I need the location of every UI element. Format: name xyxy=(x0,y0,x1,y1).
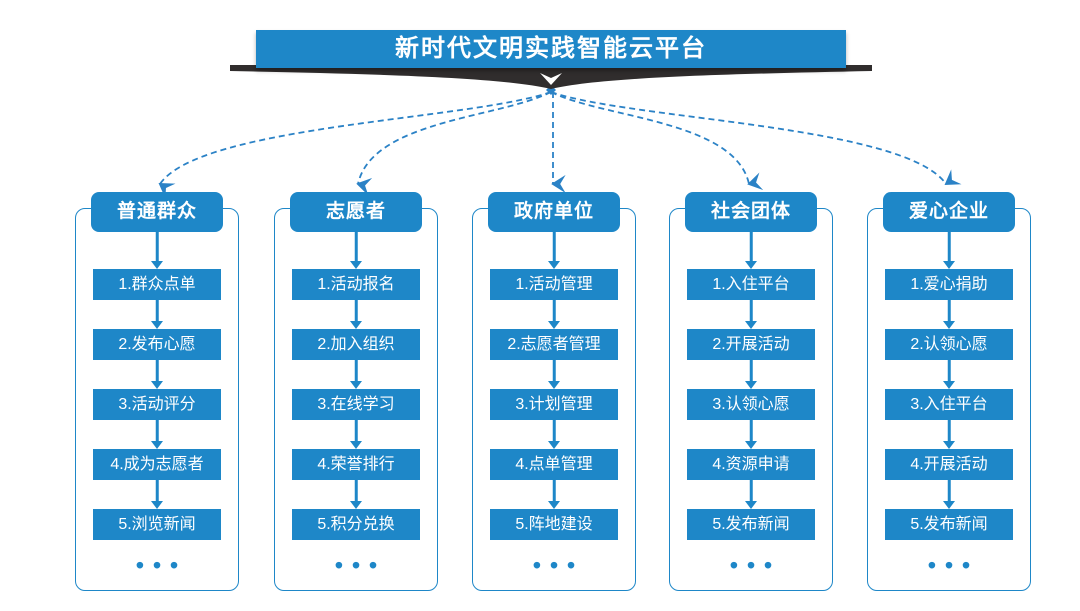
flow-step: 4.点单管理 xyxy=(490,449,618,480)
arc-to-column-5 xyxy=(550,91,962,186)
arc-to-column-4 xyxy=(550,91,764,191)
down-arrow-icon xyxy=(149,480,165,509)
ribbon-fold xyxy=(230,65,872,89)
ellipsis-dots: ••• xyxy=(135,552,188,578)
down-arrow-icon xyxy=(348,232,364,269)
flow-step: 3.认领心愿 xyxy=(687,389,815,420)
down-arrow-icon xyxy=(348,420,364,449)
flow-step: 1.入住平台 xyxy=(687,269,815,300)
flow-step: 1.爱心捐助 xyxy=(885,269,1013,300)
column-1: 普通群众 1.群众点单 2.发布心愿 3.活动评分 4.成为志愿者 5.浏览新闻… xyxy=(72,190,242,595)
arc-to-column-2 xyxy=(356,91,552,196)
flow-step: 4.成为志愿者 xyxy=(93,449,221,480)
flow-step: 3.计划管理 xyxy=(490,389,618,420)
flow-step: 3.入住平台 xyxy=(885,389,1013,420)
column-2: 志愿者 1.活动报名 2.加入组织 3.在线学习 4.荣誉排行 5.积分兑换 •… xyxy=(271,190,441,595)
flow-step: 1.群众点单 xyxy=(93,269,221,300)
ellipsis-dots: ••• xyxy=(334,552,387,578)
down-arrow-icon xyxy=(546,232,562,269)
flow-step: 2.开展活动 xyxy=(687,329,815,360)
down-arrow-icon xyxy=(743,300,759,329)
column-5-header: 爱心企业 xyxy=(883,192,1015,232)
flow-step: 4.资源申请 xyxy=(687,449,815,480)
ellipsis-dots: ••• xyxy=(927,552,980,578)
ellipsis-dots: ••• xyxy=(729,552,782,578)
flow-step: 5.积分兑换 xyxy=(292,509,420,540)
down-arrow-icon xyxy=(941,480,957,509)
down-arrow-icon xyxy=(149,420,165,449)
flow-step: 3.在线学习 xyxy=(292,389,420,420)
down-arrow-icon xyxy=(348,300,364,329)
flow-step: 2.发布心愿 xyxy=(93,329,221,360)
flow-step: 5.阵地建设 xyxy=(490,509,618,540)
flow-step: 4.开展活动 xyxy=(885,449,1013,480)
flow-step: 3.活动评分 xyxy=(93,389,221,420)
ellipsis-dots: ••• xyxy=(532,552,585,578)
column-3-header: 政府单位 xyxy=(488,192,620,232)
column-3: 政府单位 1.活动管理 2.志愿者管理 3.计划管理 4.点单管理 5.阵地建设… xyxy=(469,190,639,595)
column-2-header: 志愿者 xyxy=(290,192,422,232)
flow-step: 1.活动管理 xyxy=(490,269,618,300)
down-arrow-icon xyxy=(743,232,759,269)
down-arrow-icon xyxy=(348,480,364,509)
column-4-header: 社会团体 xyxy=(685,192,817,232)
down-arrow-icon xyxy=(743,420,759,449)
down-arrow-icon xyxy=(743,480,759,509)
down-arrow-icon xyxy=(941,300,957,329)
flow-step: 5.发布新闻 xyxy=(687,509,815,540)
column-5: 爱心企业 1.爱心捐助 2.认领心愿 3.入住平台 4.开展活动 5.发布新闻 … xyxy=(864,190,1034,595)
chevron-down-icon xyxy=(540,73,562,85)
arc-to-column-1 xyxy=(158,91,552,199)
flow-step: 4.荣誉排行 xyxy=(292,449,420,480)
down-arrow-icon xyxy=(941,360,957,389)
down-arrow-icon xyxy=(149,360,165,389)
down-arrow-icon xyxy=(743,360,759,389)
down-arrow-icon xyxy=(546,300,562,329)
down-arrow-icon xyxy=(149,300,165,329)
flow-step: 5.发布新闻 xyxy=(885,509,1013,540)
down-arrow-icon xyxy=(348,360,364,389)
down-arrow-icon xyxy=(149,232,165,269)
flow-step: 2.志愿者管理 xyxy=(490,329,618,360)
down-arrow-icon xyxy=(546,480,562,509)
platform-title-banner: 新时代文明实践智能云平台 xyxy=(256,30,846,68)
flow-step: 1.活动报名 xyxy=(292,269,420,300)
down-arrow-icon xyxy=(546,360,562,389)
column-4: 社会团体 1.入住平台 2.开展活动 3.认领心愿 4.资源申请 5.发布新闻 … xyxy=(666,190,836,595)
flow-step: 2.加入组织 xyxy=(292,329,420,360)
down-arrow-icon xyxy=(941,232,957,269)
flow-step: 2.认领心愿 xyxy=(885,329,1013,360)
down-arrow-icon xyxy=(941,420,957,449)
column-1-header: 普通群众 xyxy=(91,192,223,232)
down-arrow-icon xyxy=(546,420,562,449)
flow-step: 5.浏览新闻 xyxy=(93,509,221,540)
